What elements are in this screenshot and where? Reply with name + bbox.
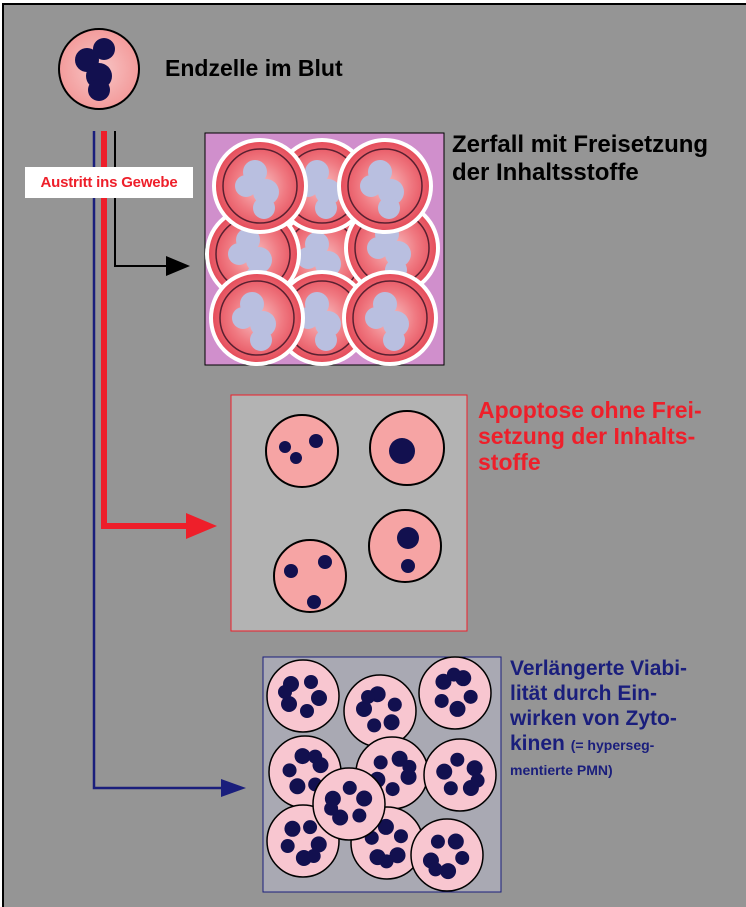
hypersegmented-cell <box>419 657 491 729</box>
necrosis-label: Zerfall mit Freisetzung der Inhaltsstoff… <box>452 131 742 187</box>
apoptosis-panel <box>231 395 467 631</box>
apoptosis-label-line: setzung der Inhalts- <box>478 423 738 449</box>
viability-note: (= hyperseg- <box>571 737 655 753</box>
apoptotic-cell <box>370 411 444 485</box>
necrotic-cell <box>214 140 306 232</box>
necrosis-label-line: der Inhaltsstoffe <box>452 159 742 187</box>
necrosis-panel <box>205 133 444 365</box>
apoptosis-label-line: Apoptose ohne Frei- <box>478 397 738 423</box>
viability-label-line: Verlängerte Viabi- <box>510 656 742 681</box>
apoptotic-cell <box>274 540 346 612</box>
hypersegmented-cell <box>344 675 416 747</box>
blood-cell-label: Endzelle im Blut <box>165 55 343 82</box>
necrosis-label-line: Zerfall mit Freisetzung <box>452 131 742 159</box>
viability-label-line: kinen (= hyperseg- <box>510 731 742 758</box>
apoptotic-cell <box>369 510 441 582</box>
hypersegmented-cell <box>313 768 385 840</box>
apoptosis-label: Apoptose ohne Frei- setzung der Inhalts-… <box>478 397 738 475</box>
tissue-exit-label: Austritt ins Gewebe <box>25 167 193 198</box>
necrotic-cell <box>344 272 436 364</box>
apoptotic-cell <box>266 415 338 487</box>
necrotic-cell <box>339 140 431 232</box>
viability-label: Verlängerte Viabi- lität durch Ein- wirk… <box>510 656 742 783</box>
viability-label-line: wirken von Zyto- <box>510 706 742 731</box>
viability-note-line: mentierte PMN) <box>510 758 742 783</box>
hypersegmented-cell <box>411 819 483 891</box>
hypersegmented-cell <box>267 660 339 732</box>
blood-cell <box>59 29 139 109</box>
viability-label-line: lität durch Ein- <box>510 681 742 706</box>
necrotic-cell <box>211 272 303 364</box>
viability-label-last: kinen <box>510 732 565 755</box>
hypersegmented-cell <box>424 739 496 811</box>
apoptosis-label-line: stoffe <box>478 449 738 475</box>
viability-panel <box>263 657 501 892</box>
